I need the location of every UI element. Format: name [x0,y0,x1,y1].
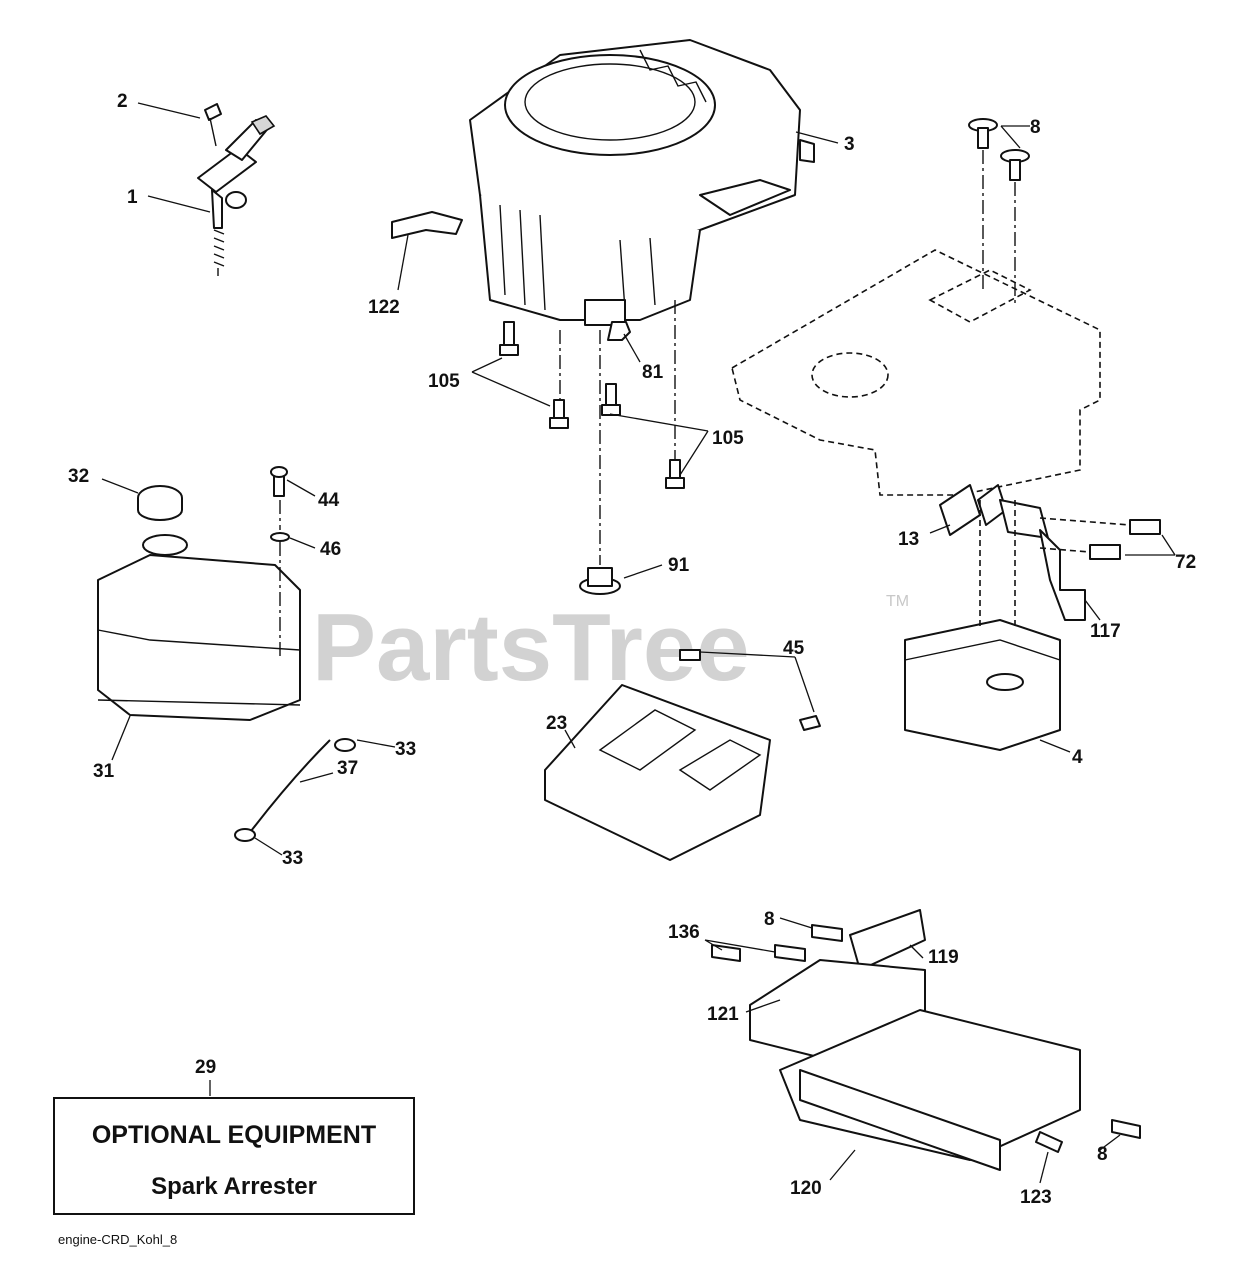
watermark-trademark: TM [886,593,909,610]
callout-46: 46 [320,539,341,560]
callout-31: 31 [93,761,115,782]
callout-37: 37 [337,758,358,779]
callout-117: 117 [1090,621,1121,642]
callout-136: 136 [668,922,700,943]
callout-23: 23 [546,713,567,734]
engine-part[interactable] [469,39,815,326]
callout-122: 122 [368,297,400,318]
engine-mount-bolts[interactable] [499,300,685,565]
callout-33-lower: 33 [282,848,303,869]
part-91[interactable] [579,567,621,595]
throttle-control-part[interactable] [197,103,276,276]
diagram-id-label: engine-CRD_Kohl_8 [58,1232,178,1247]
callout-8-middle: 8 [764,909,775,930]
callout-4: 4 [1072,747,1083,768]
callout-119: 119 [928,947,959,968]
callout-44: 44 [318,490,340,511]
callout-81: 81 [642,362,664,383]
callout-45: 45 [783,638,805,659]
callout-8-top: 8 [1030,117,1041,138]
callout-29: 29 [195,1057,216,1078]
fuel-line-part[interactable] [234,738,356,842]
callout-121: 121 [707,1004,739,1025]
callout-120: 120 [790,1178,822,1199]
muffler-part[interactable] [904,500,1061,751]
spark-arrester-assembly[interactable] [711,909,1141,1171]
callout-2: 2 [117,91,128,112]
part-122[interactable] [391,211,463,239]
callout-labels: 2 1 3 8 122 105 81 105 91 13 72 117 4 32… [68,91,1196,1208]
callout-105-left: 105 [428,371,460,392]
callout-32: 32 [68,466,89,487]
callout-1: 1 [127,187,138,208]
spark-arrester-label: Spark Arrester [151,1173,317,1200]
callout-123: 123 [1020,1187,1052,1208]
optional-equipment-title: OPTIONAL EQUIPMENT [91,1121,377,1149]
part-8-top[interactable] [968,118,1030,305]
callout-91: 91 [668,555,690,576]
watermark-text: PartsTree [312,594,750,701]
exhaust-pipe-part[interactable] [939,484,1161,621]
frame-outline [731,249,1101,496]
heat-shield-part[interactable] [544,649,821,861]
optional-equipment-box: OPTIONAL EQUIPMENT Spark Arrester [53,1097,415,1215]
callout-13: 13 [898,529,919,550]
callout-33-upper: 33 [395,739,416,760]
leader-lines [101,102,1176,1184]
callout-8-bottom: 8 [1097,1144,1108,1165]
callout-72: 72 [1175,552,1196,573]
fuel-tank-part[interactable] [97,466,301,721]
callout-3: 3 [844,134,855,155]
callout-105-right: 105 [712,428,744,449]
